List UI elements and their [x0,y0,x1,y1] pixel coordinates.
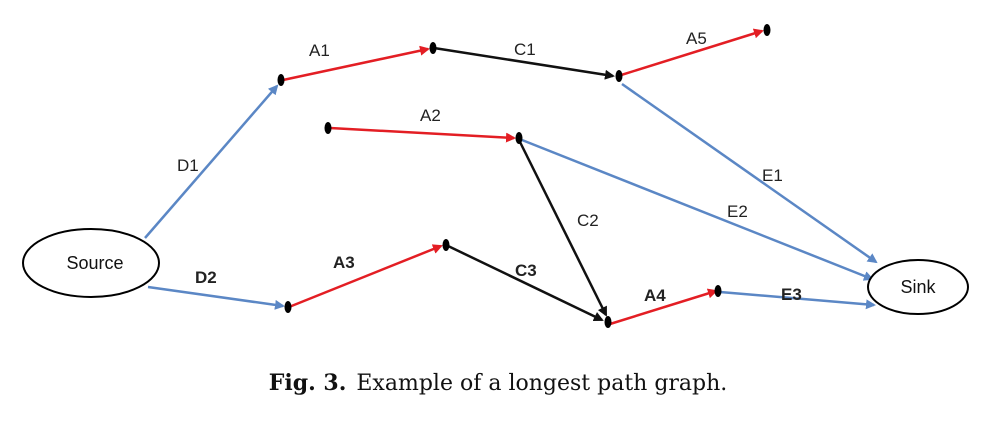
node-dot [714,285,722,297]
node-dot [429,42,437,54]
edge-label-a1: A1 [309,41,330,60]
edge-a4 [609,288,718,326]
edge-label-d2: D2 [195,268,217,287]
edge-d1 [144,84,279,239]
edge-label-a3: A3 [333,253,355,272]
edge-label-d1: D1 [177,156,199,175]
edge-a5 [617,28,764,78]
node-dot [324,122,332,134]
sink-node [867,259,969,315]
sink-label: Sink [900,277,936,297]
edge-c2 [517,139,608,317]
node-dot [442,239,450,251]
edge-a3 [288,244,443,309]
edge-label-e2: E2 [727,202,748,221]
edge-label-a5: A5 [686,29,707,48]
source-node [22,228,160,298]
node-dot [277,74,285,86]
node-dot [604,316,612,328]
edge-label-c3: C3 [515,261,537,280]
node-dot [763,24,771,36]
edge-label-c1: C1 [514,40,536,59]
edge-label-c2: C2 [577,211,599,230]
caption-text: Example of a longest path graph. [356,371,728,396]
edge-label-a4: A4 [644,286,666,305]
node-dot [515,132,523,144]
edge-e2 [521,138,874,281]
edge-c3 [445,243,604,322]
edge-label-e1: E1 [762,166,783,185]
edge-label-e3: E3 [781,285,802,304]
edge-label-a2: A2 [420,106,441,125]
edge-a1 [282,45,430,82]
node-dot [615,70,623,82]
caption-number: Fig. 3. [268,370,347,396]
edge-c1 [433,46,615,80]
edge-a2 [329,126,516,143]
figure-caption: Fig. 3. Example of a longest path graph. [0,370,996,396]
node-dot [284,301,292,313]
edge-d2 [147,285,285,310]
source-label: Source [66,253,123,273]
edge-e1 [621,82,878,264]
edge-e3 [719,290,876,310]
